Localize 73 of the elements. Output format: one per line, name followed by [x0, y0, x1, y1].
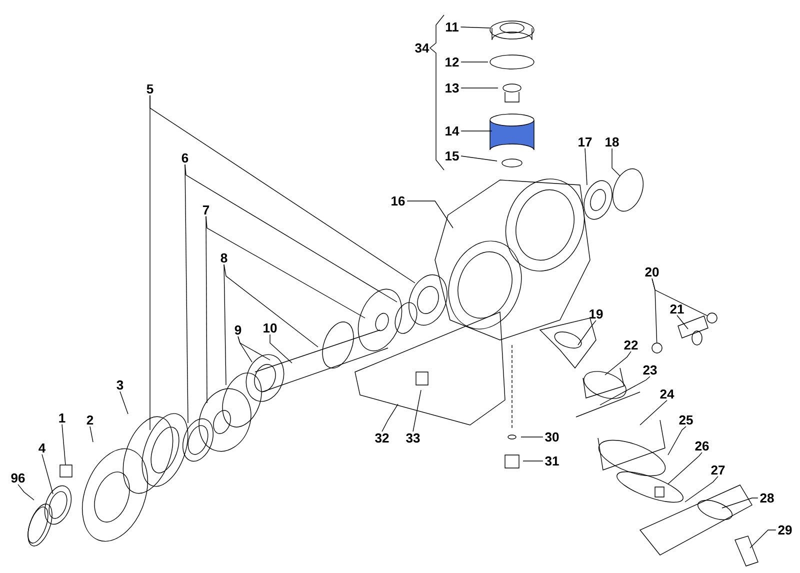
leader-line: [640, 400, 668, 426]
ring: [706, 312, 718, 324]
callout-number: 16: [392, 196, 405, 206]
callout-number: 24: [660, 389, 674, 399]
leader-line: [224, 264, 318, 348]
callout-number: 19: [590, 309, 603, 319]
leader-line: [668, 426, 686, 456]
leader-line: [42, 454, 54, 494]
callout-number: 3: [116, 380, 124, 390]
leader-line: [406, 200, 454, 228]
leader-line: [668, 452, 702, 484]
leader-line: [412, 390, 422, 432]
callout-number: 5: [146, 84, 154, 94]
callout-number: 14: [446, 126, 460, 136]
leader-line: [184, 164, 188, 424]
callout-number: 4: [38, 444, 46, 452]
callout-number: 6: [182, 153, 188, 163]
callout-number: 15: [446, 151, 459, 161]
leader-line: [90, 426, 94, 442]
leader-line: [600, 376, 650, 406]
callout-number: 20: [645, 267, 659, 277]
leader-line: [722, 498, 758, 508]
leader-line: [206, 216, 366, 318]
callout-number: 7: [202, 206, 210, 214]
leader-line: [382, 404, 398, 432]
ring: [652, 342, 662, 354]
callout-number: 32: [375, 433, 389, 443]
callout-number: 96: [11, 473, 25, 483]
callout-number: 18: [606, 137, 619, 147]
callout-number: 31: [545, 456, 559, 466]
leader-line: [460, 130, 492, 132]
leader-line: [612, 148, 620, 176]
leader-line: [578, 320, 596, 346]
callout-number: 29: [778, 525, 792, 535]
callout-number: 13: [446, 83, 459, 93]
leader-line: [460, 26, 490, 28]
leader-line: [522, 460, 544, 462]
leader-line: [224, 264, 226, 386]
leader-line: [150, 95, 416, 284]
callout-number: 30: [545, 432, 559, 442]
leader-line: [270, 334, 292, 364]
callout-number: 33: [406, 433, 420, 443]
leader-line: [460, 156, 498, 162]
callout-number: 11: [446, 22, 459, 32]
bolt: [60, 464, 72, 478]
callout-number: 26: [695, 441, 709, 451]
leader-line: [584, 148, 588, 186]
callout-number: 8: [220, 253, 228, 263]
callout-number: 10: [264, 323, 277, 333]
leader-line: [520, 436, 544, 438]
leader-line: [676, 315, 688, 330]
leader-line: [206, 216, 208, 404]
callout-number: 2: [86, 415, 94, 425]
callout-number: 27: [711, 465, 725, 475]
leader-line: [62, 424, 66, 465]
leader-line: [604, 351, 632, 376]
callout-number: 23: [643, 365, 657, 375]
leader-line: [652, 278, 708, 316]
leader-line: [184, 164, 398, 302]
callout-number: 17: [578, 138, 592, 146]
leader-line: [238, 336, 270, 360]
callout-number: 22: [624, 340, 638, 350]
callout-number: 34: [415, 43, 430, 53]
callout-number: 1: [59, 414, 66, 422]
callout-number: 25: [679, 415, 693, 425]
callout-number: 12: [446, 57, 459, 67]
callout-number: 28: [760, 493, 774, 503]
leader-line: [120, 391, 128, 414]
callout-number: 21: [670, 304, 684, 314]
leader-line: [750, 530, 776, 548]
leader-line: [18, 484, 34, 500]
leader-line: [684, 476, 718, 502]
callout-number: 9: [234, 325, 242, 335]
